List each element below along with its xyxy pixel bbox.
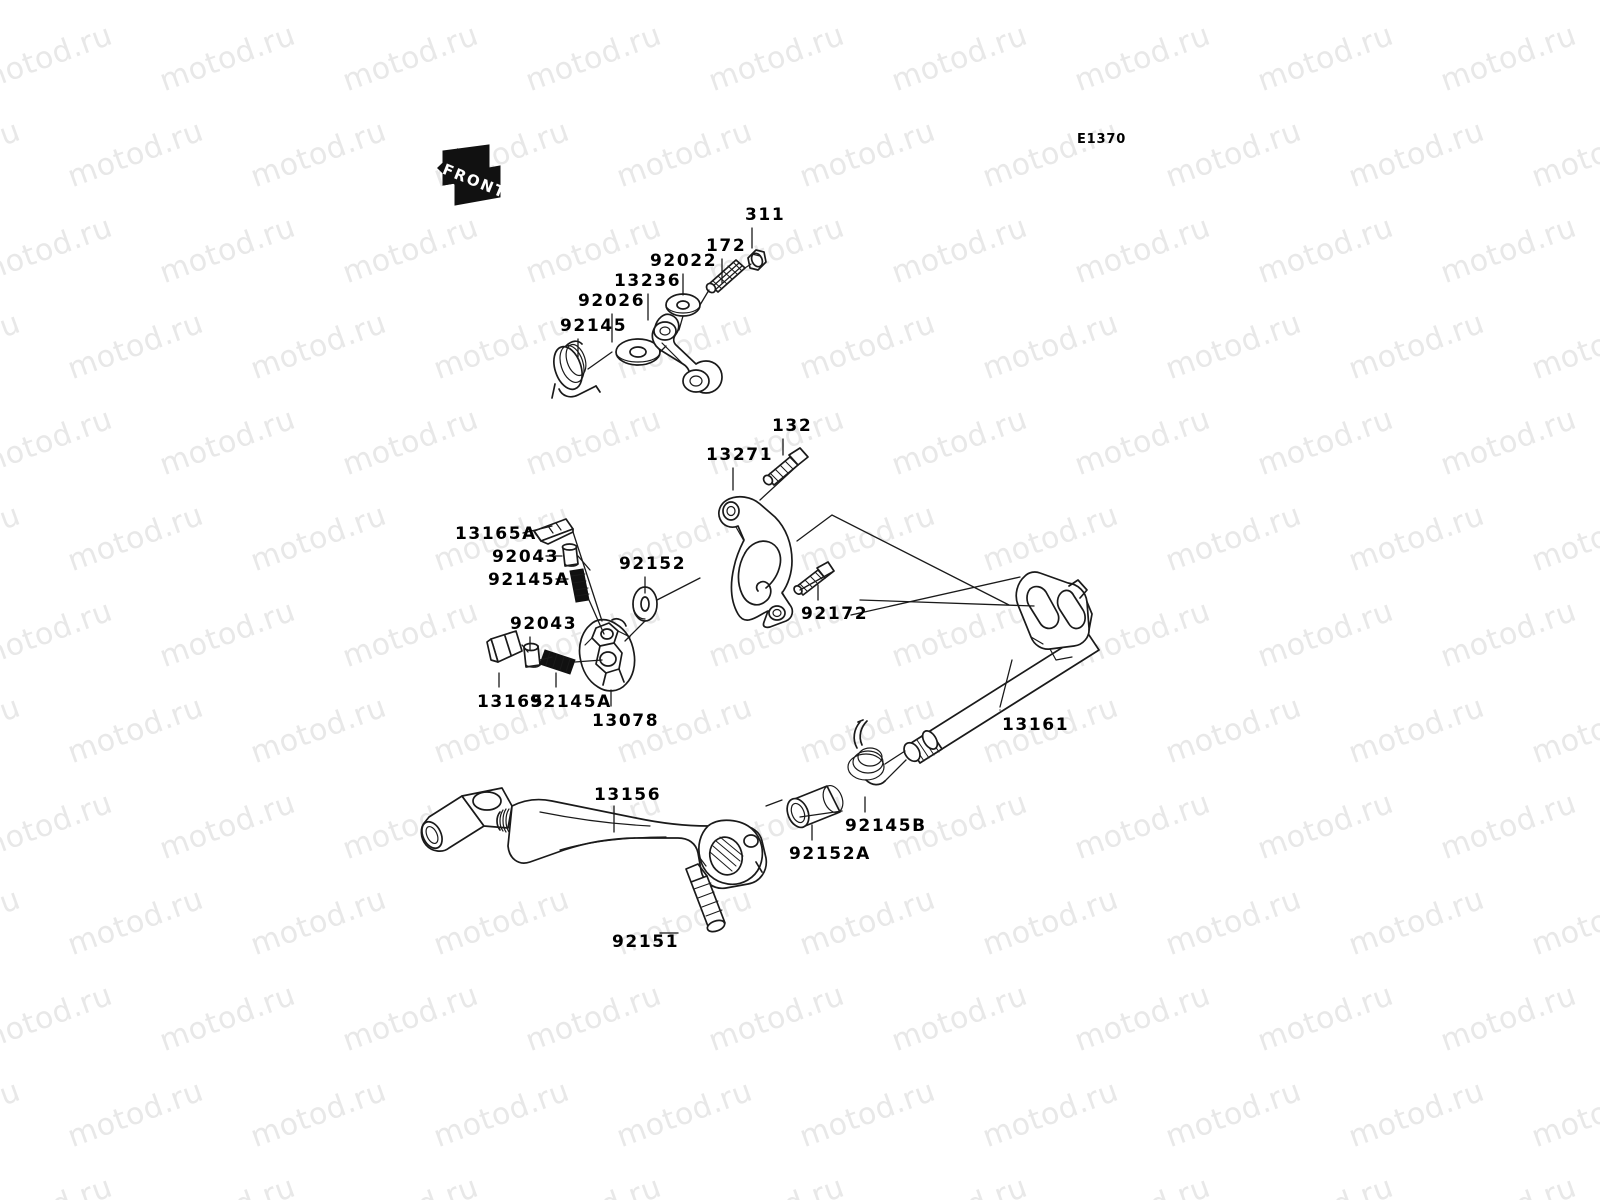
part-label-shim-washer: 92026 bbox=[578, 291, 646, 311]
part-92043-pin-upper bbox=[561, 543, 579, 567]
front-arrow-badge bbox=[437, 144, 501, 206]
part-label-pawl-spring-lower: 92145A bbox=[530, 692, 612, 712]
part-label-pin-lower: 92043 bbox=[510, 614, 578, 634]
part-172-stud-bolt bbox=[705, 259, 746, 294]
part-92026-washer bbox=[615, 338, 661, 366]
part-92145A-spring-upper bbox=[569, 568, 590, 603]
part-92152-collar bbox=[632, 586, 658, 622]
assembly-guide-lines bbox=[521, 263, 1035, 818]
part-13271-shift-mechanism-plate bbox=[717, 495, 794, 629]
leader-lines bbox=[498, 227, 1001, 934]
part-label-stud-bolt: 172 bbox=[706, 236, 747, 256]
part-311-nut bbox=[747, 249, 767, 271]
part-label-shift-pawl-holder: 13078 bbox=[592, 711, 660, 731]
part-label-nut: 311 bbox=[745, 205, 786, 225]
part-13236-shift-lever-arm bbox=[651, 313, 723, 394]
diagram-code: E1370 bbox=[1077, 132, 1127, 147]
leader-line-shift-pawl-upper bbox=[522, 525, 553, 534]
part-13161-gear-change-shaft bbox=[903, 571, 1100, 764]
part-label-socket-bolt: 92172 bbox=[801, 604, 869, 624]
part-label-shift-pawl-upper: 13165A bbox=[455, 524, 537, 544]
part-label-shift-lever-arm: 13236 bbox=[614, 271, 682, 291]
part-92145B-return-spring bbox=[847, 719, 886, 786]
part-label-pedal-collar: 92152A bbox=[789, 844, 871, 864]
part-label-shift-mechanism-plate: 13271 bbox=[706, 445, 774, 465]
part-label-return-spring: 92145B bbox=[845, 816, 927, 836]
part-92145-torsion-spring bbox=[551, 340, 601, 399]
part-label-pedal-bolt: 92151 bbox=[612, 932, 680, 952]
part-13165-shift-pawl-lower bbox=[486, 630, 523, 663]
part-label-collar: 92152 bbox=[619, 554, 687, 574]
front-marker-label: FRONT bbox=[440, 160, 510, 203]
part-92151-pedal-bolt bbox=[685, 863, 726, 933]
part-label-gear-change-shaft: 13161 bbox=[1002, 715, 1070, 735]
part-label-shift-pawl-lower: 13165 bbox=[477, 692, 545, 712]
part-label-torsion-spring: 92145 bbox=[560, 316, 628, 336]
part-13156-gear-change-pedal bbox=[420, 787, 768, 890]
part-label-pin-upper: 92043 bbox=[492, 547, 560, 567]
part-label-gear-change-pedal: 13156 bbox=[594, 785, 662, 805]
part-label-flange-bolt: 132 bbox=[772, 416, 813, 436]
part-label-pawl-spring-upper: 92145A bbox=[488, 570, 570, 590]
part-label-washer: 92022 bbox=[650, 251, 718, 271]
